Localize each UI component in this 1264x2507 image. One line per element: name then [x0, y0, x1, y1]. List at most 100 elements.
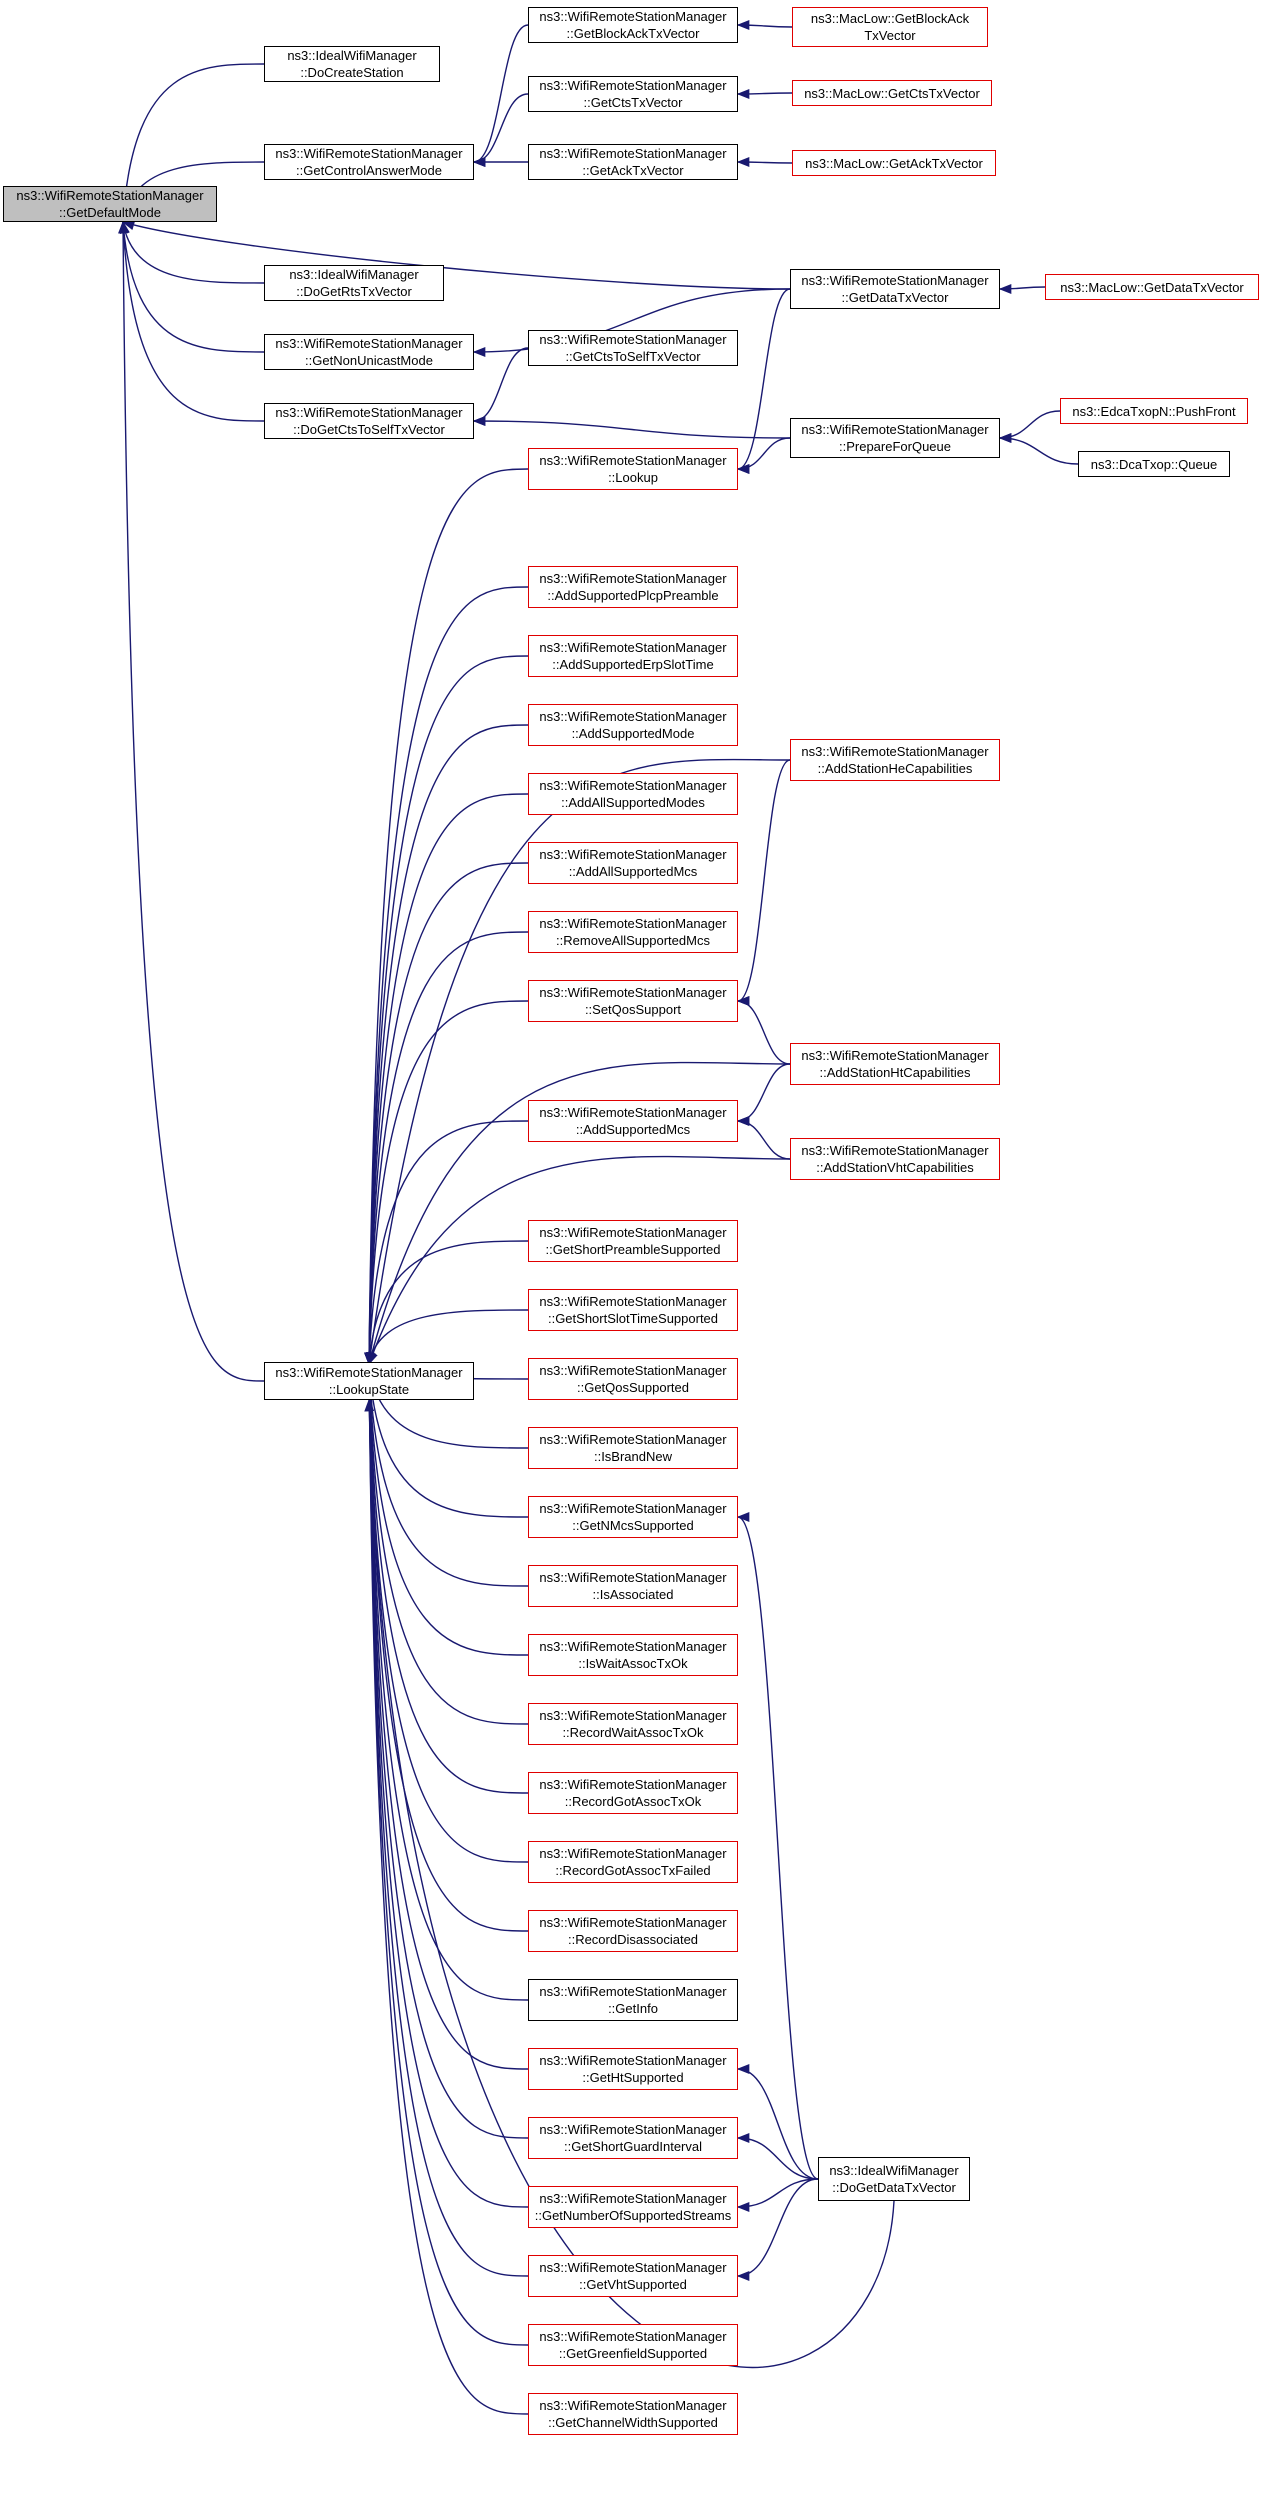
node-maclow-cts[interactable]: ns3::MacLow::GetCtsTxVector: [792, 80, 992, 106]
node-label-line: ::AddSupportedErpSlotTime: [552, 657, 714, 672]
node-label-line: ::DoGetCtsToSelfTxVector: [293, 422, 445, 437]
edge-root-to-ideal-docreate: [118, 63, 265, 224]
node-edca-pushfront[interactable]: ns3::EdcaTxopN::PushFront: [1060, 398, 1248, 424]
node-label-line: ns3::WifiRemoteStationManager: [539, 9, 727, 24]
node-label-line: ns3::WifiRemoteStationManager: [539, 985, 727, 1000]
edge-lookupstate-to-addallmcs: [364, 862, 529, 1366]
node-label-line: ns3::IdealWifiManager: [829, 2163, 959, 2178]
edge-addsuppmcs-to-addhtcap: [736, 1063, 791, 1127]
node-addhecap[interactable]: ns3::WifiRemoteStationManager::AddStatio…: [790, 739, 1000, 781]
edge-addsuppmcs-to-addvhtcap: [736, 1115, 791, 1160]
node-label-line: ns3::WifiRemoteStationManager: [539, 1225, 727, 1240]
node-getcts[interactable]: ns3::WifiRemoteStationManager::GetCtsTxV…: [528, 76, 738, 112]
edge-root-to-lookupstate: [118, 220, 265, 1382]
node-label-line: ns3::WifiRemoteStationManager: [539, 1639, 727, 1654]
node-getshortslot[interactable]: ns3::WifiRemoteStationManager::GetShortS…: [528, 1289, 738, 1331]
node-label-line: ::IsWaitAssocTxOk: [578, 1656, 688, 1671]
node-label-line: ns3::WifiRemoteStationManager: [539, 1915, 727, 1930]
node-label-line: ns3::DcaTxop::Queue: [1090, 456, 1218, 472]
node-getnss[interactable]: ns3::WifiRemoteStationManager::GetNumber…: [528, 2186, 738, 2228]
node-isbrandnew[interactable]: ns3::WifiRemoteStationManager::IsBrandNe…: [528, 1427, 738, 1469]
node-getnmcs[interactable]: ns3::WifiRemoteStationManager::GetNMcsSu…: [528, 1496, 738, 1538]
node-prepareforqueue[interactable]: ns3::WifiRemoteStationManager::PrepareFo…: [790, 418, 1000, 458]
node-getgf[interactable]: ns3::WifiRemoteStationManager::GetGreenf…: [528, 2324, 738, 2366]
node-recgot[interactable]: ns3::WifiRemoteStationManager::RecordGot…: [528, 1772, 738, 1814]
node-addallmcs[interactable]: ns3::WifiRemoteStationManager::AddAllSup…: [528, 842, 738, 884]
node-addallmodes[interactable]: ns3::WifiRemoteStationManager::AddAllSup…: [528, 773, 738, 815]
node-isassoc[interactable]: ns3::WifiRemoteStationManager::IsAssocia…: [528, 1565, 738, 1607]
node-label-line: ns3::WifiRemoteStationManager: [539, 332, 727, 347]
edge-lookupstate-to-recgotfailed: [364, 1362, 529, 1863]
edge-getcontrolanswer-to-getblockack: [472, 24, 529, 167]
node-getinfo[interactable]: ns3::WifiRemoteStationManager::GetInfo: [528, 1979, 738, 2021]
node-getqos[interactable]: ns3::WifiRemoteStationManager::GetQosSup…: [528, 1358, 738, 1400]
node-dogetctstoself[interactable]: ns3::WifiRemoteStationManager::DoGetCtsT…: [264, 403, 474, 439]
node-getctstoself[interactable]: ns3::WifiRemoteStationManager::GetCtsToS…: [528, 330, 738, 366]
node-addsupperp[interactable]: ns3::WifiRemoteStationManager::AddSuppor…: [528, 635, 738, 677]
node-label-line: ::AddStationHeCapabilities: [817, 761, 973, 776]
node-label-line: ::GetShortPreambleSupported: [545, 1242, 721, 1257]
node-root[interactable]: ns3::WifiRemoteStationManager::GetDefaul…: [3, 186, 217, 222]
node-getblockack[interactable]: ns3::WifiRemoteStationManager::GetBlockA…: [528, 7, 738, 43]
node-dcatxop-queue[interactable]: ns3::DcaTxop::Queue: [1078, 451, 1230, 477]
node-label-line: ns3::MacLow::GetDataTxVector: [1060, 279, 1244, 295]
node-getsgi[interactable]: ns3::WifiRemoteStationManager::GetShortG…: [528, 2117, 738, 2159]
node-getvht[interactable]: ns3::WifiRemoteStationManager::GetVhtSup…: [528, 2255, 738, 2297]
node-recdisassoc[interactable]: ns3::WifiRemoteStationManager::RecordDis…: [528, 1910, 738, 1952]
node-getack[interactable]: ns3::WifiRemoteStationManager::GetAckTxV…: [528, 144, 738, 180]
node-label-line: ::IsAssociated: [592, 1587, 674, 1602]
node-ideal-dogetrts[interactable]: ns3::IdealWifiManager::DoGetRtsTxVector: [264, 265, 444, 301]
node-label-line: ns3::WifiRemoteStationManager: [801, 1048, 989, 1063]
node-label-line: ns3::WifiRemoteStationManager: [539, 2398, 727, 2413]
node-label-line: ns3::WifiRemoteStationManager: [801, 422, 989, 437]
node-recgotfailed[interactable]: ns3::WifiRemoteStationManager::RecordGot…: [528, 1841, 738, 1883]
node-label-line: ::RecordDisassociated: [567, 1932, 699, 1947]
edge-lookupstate-to-getshortpre: [364, 1240, 529, 1366]
edge-lookupstate-to-isassoc: [364, 1362, 529, 1587]
node-maclow-data[interactable]: ns3::MacLow::GetDataTxVector: [1045, 274, 1259, 300]
node-label-line: ns3::WifiRemoteStationManager: [275, 405, 463, 420]
node-label-line: ns3::WifiRemoteStationManager: [539, 1708, 727, 1723]
node-label-line: ::GetQosSupported: [576, 1380, 689, 1395]
node-getht[interactable]: ns3::WifiRemoteStationManager::GetHtSupp…: [528, 2048, 738, 2090]
node-getdatatx[interactable]: ns3::WifiRemoteStationManager::GetDataTx…: [790, 269, 1000, 309]
node-getcw[interactable]: ns3::WifiRemoteStationManager::GetChanne…: [528, 2393, 738, 2435]
node-label-line: ns3::WifiRemoteStationManager: [539, 2329, 727, 2344]
node-getnonunicast[interactable]: ns3::WifiRemoteStationManager::GetNonUni…: [264, 334, 474, 370]
node-addhtcap[interactable]: ns3::WifiRemoteStationManager::AddStatio…: [790, 1043, 1000, 1085]
node-addsuppmode[interactable]: ns3::WifiRemoteStationManager::AddSuppor…: [528, 704, 738, 746]
node-label-line: ::GetVhtSupported: [579, 2277, 687, 2292]
node-label-line: ::AddAllSupportedMcs: [568, 864, 698, 879]
edge-lookupstate-to-getcw: [364, 1362, 529, 2415]
edge-getsgi-to-ideal-dogetdata: [736, 2132, 819, 2180]
node-maclow-ack[interactable]: ns3::MacLow::GetAckTxVector: [792, 150, 996, 176]
node-label-line: ::GetShortGuardInterval: [563, 2139, 702, 2154]
node-label-line: ::GetBlockAckTxVector: [566, 26, 700, 41]
node-label-line: ns3::WifiRemoteStationManager: [275, 336, 463, 351]
edge-lookupstate-to-recgot: [364, 1362, 529, 1794]
edge-getack-to-maclow-ack: [736, 156, 793, 168]
node-addsuppmcs[interactable]: ns3::WifiRemoteStationManager::AddSuppor…: [528, 1100, 738, 1142]
node-setqos[interactable]: ns3::WifiRemoteStationManager::SetQosSup…: [528, 980, 738, 1022]
node-ideal-dogetdata[interactable]: ns3::IdealWifiManager::DoGetDataTxVector: [818, 2157, 970, 2201]
node-lookupstate[interactable]: ns3::WifiRemoteStationManager::LookupSta…: [264, 1362, 474, 1400]
node-getcontrolanswer[interactable]: ns3::WifiRemoteStationManager::GetContro…: [264, 144, 474, 180]
node-recwait[interactable]: ns3::WifiRemoteStationManager::RecordWai…: [528, 1703, 738, 1745]
node-addvhtcap[interactable]: ns3::WifiRemoteStationManager::AddStatio…: [790, 1138, 1000, 1180]
node-lookup[interactable]: ns3::WifiRemoteStationManager::Lookup: [528, 448, 738, 490]
edge-getnss-to-ideal-dogetdata: [736, 2178, 819, 2213]
node-getshortpre[interactable]: ns3::WifiRemoteStationManager::GetShortP…: [528, 1220, 738, 1262]
edge-lookupstate-to-getgf: [364, 1362, 529, 2346]
node-label-line: ns3::WifiRemoteStationManager: [275, 1365, 463, 1380]
edge-root-to-ideal-dogetrts: [119, 220, 265, 284]
edge-lookupstate-to-getnmcs: [364, 1362, 529, 1518]
node-iswait[interactable]: ns3::WifiRemoteStationManager::IsWaitAss…: [528, 1634, 738, 1676]
node-label-line: ns3::MacLow::GetAckTxVector: [805, 155, 983, 171]
node-removeallmcs[interactable]: ns3::WifiRemoteStationManager::RemoveAll…: [528, 911, 738, 953]
node-addsuppplcp[interactable]: ns3::WifiRemoteStationManager::AddSuppor…: [528, 566, 738, 608]
node-label-line: ns3::WifiRemoteStationManager: [539, 709, 727, 724]
edge-root-to-getdatatx: [121, 220, 791, 290]
node-ideal-docreate[interactable]: ns3::IdealWifiManager::DoCreateStation: [264, 46, 440, 82]
node-label-line: ns3::MacLow::GetCtsTxVector: [804, 85, 980, 101]
